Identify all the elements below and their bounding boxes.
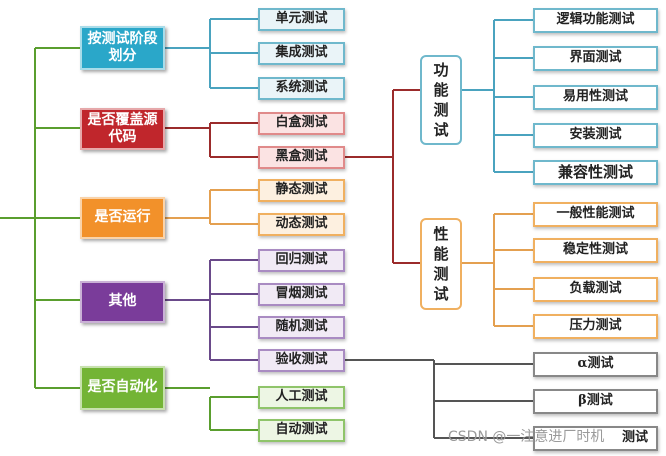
- leaf-blackbox-test: 黑盒测试: [258, 146, 345, 169]
- functional-item: 逻辑功能测试: [533, 8, 658, 33]
- leaf-smoke-test: 冒烟测试: [258, 283, 345, 306]
- functional-char: 功: [433, 60, 449, 79]
- performance-char: 测: [433, 265, 449, 283]
- functional-item: 兼容性测试: [533, 160, 658, 185]
- functional-char: 试: [433, 121, 449, 140]
- root-connector: [0, 48, 36, 388]
- performance-test-node: 性 能 测 试: [420, 218, 462, 310]
- category-coverage: 是否覆盖源代码: [80, 108, 165, 150]
- functional-char: 测: [433, 101, 449, 119]
- other-connector: [165, 259, 258, 361]
- leaf-dynamic-test: 动态测试: [258, 213, 345, 236]
- category-stage: 按测试阶段划分: [80, 26, 165, 70]
- acceptance-connector: [345, 359, 533, 439]
- performance-item: 负载测试: [533, 277, 658, 302]
- acceptance-item-alpha: α测试: [533, 352, 658, 377]
- leaf-integration-test: 集成测试: [258, 42, 345, 65]
- functional-char: 能: [433, 80, 449, 99]
- leaf-auto-test: 自动测试: [258, 419, 345, 442]
- functional-connector: [462, 19, 533, 173]
- acceptance-item-other: 测试: [533, 426, 658, 451]
- stage-connector: [165, 18, 258, 89]
- leaf-whitebox-test: 白盒测试: [258, 112, 345, 135]
- category-automation: 是否自动化: [80, 366, 165, 410]
- auto-connector: [165, 387, 258, 431]
- csdn-watermark: CSDN @一注意进厂时机: [448, 429, 605, 445]
- leaf-manual-test: 人工测试: [258, 386, 345, 409]
- coverage-connector: [165, 122, 258, 158]
- functional-item: 易用性测试: [533, 85, 658, 110]
- category-other: 其他: [80, 281, 165, 323]
- leaf-regression-test: 回归测试: [258, 249, 345, 272]
- performance-connector: [462, 213, 533, 327]
- performance-item: 压力测试: [533, 314, 658, 339]
- functional-item: 安装测试: [533, 123, 658, 148]
- acceptance-item-beta: β测试: [533, 389, 658, 414]
- leaf-random-test: 随机测试: [258, 316, 345, 339]
- run-connector: [165, 189, 258, 225]
- performance-char: 性: [433, 224, 449, 243]
- performance-item: 稳定性测试: [533, 238, 658, 263]
- leaf-acceptance-test: 验收测试: [258, 349, 345, 372]
- performance-char: 能: [433, 244, 449, 263]
- blackbox-connector: [345, 89, 420, 264]
- functional-test-node: 功 能 测 试: [420, 55, 462, 145]
- leaf-static-test: 静态测试: [258, 179, 345, 202]
- performance-item: 一般性能测试: [533, 202, 658, 227]
- performance-char: 试: [433, 285, 449, 304]
- leaf-unit-test: 单元测试: [258, 8, 345, 31]
- category-run: 是否运行: [80, 197, 165, 239]
- functional-item: 界面测试: [533, 46, 658, 71]
- leaf-system-test: 系统测试: [258, 77, 345, 100]
